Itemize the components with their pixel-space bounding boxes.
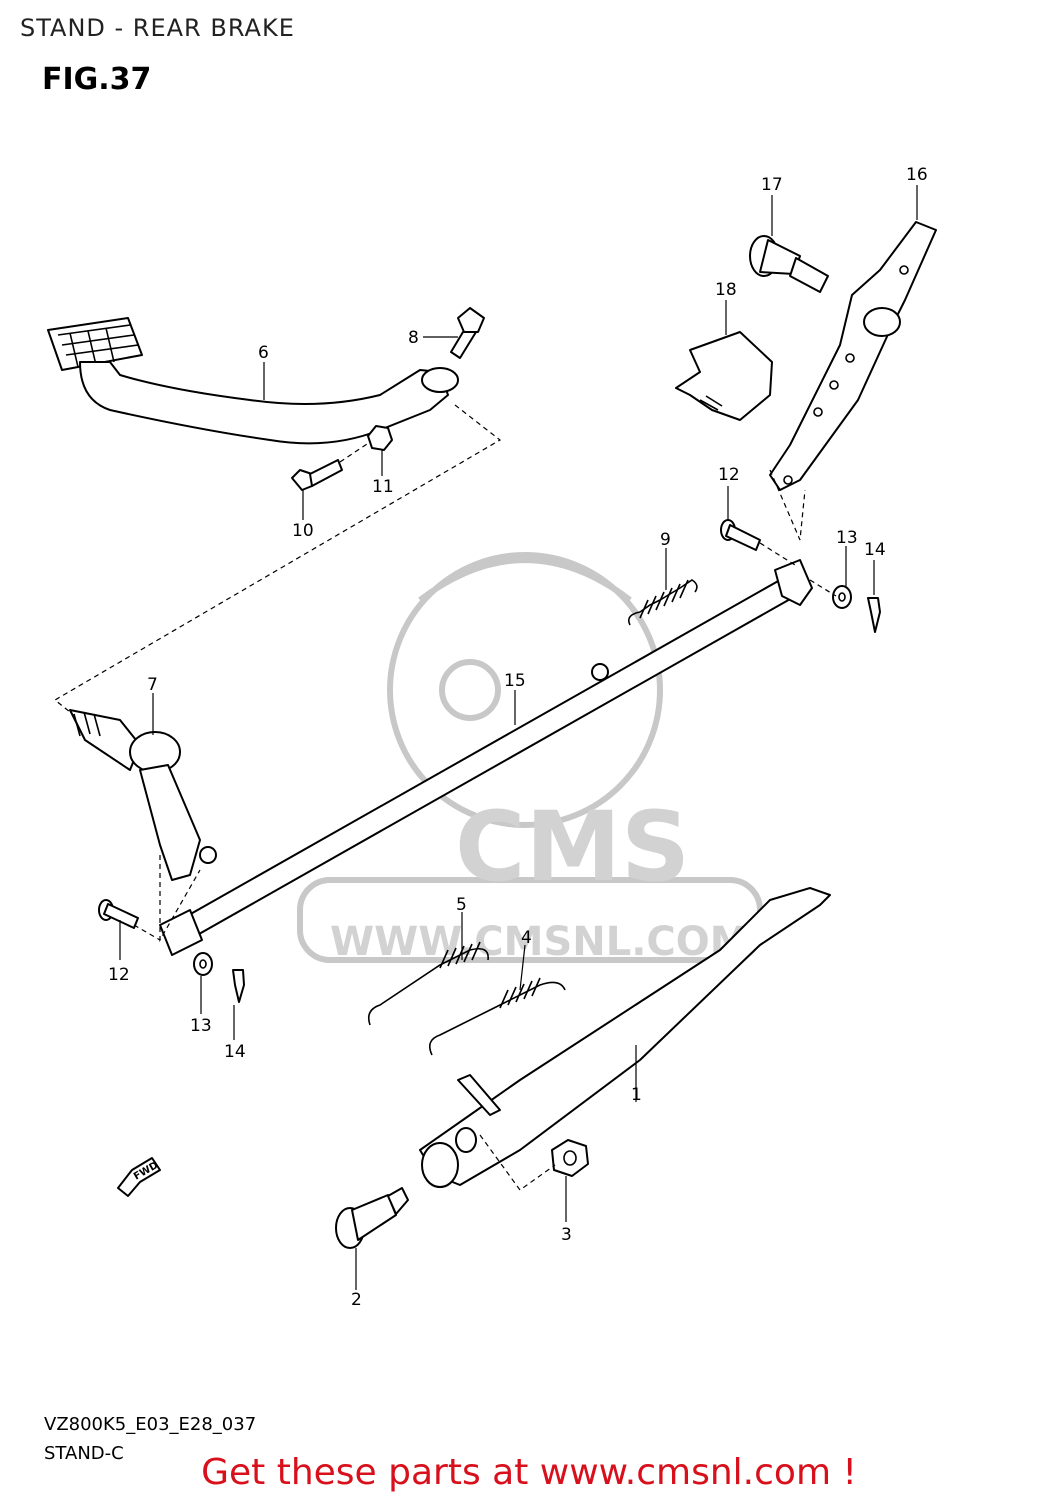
part-12-pin-right [720,519,761,551]
part-13-washer-left [193,952,213,976]
callout-9: 9 [660,530,671,550]
callout-10: 10 [292,521,314,541]
part-11-nut [367,425,393,451]
callout-leaders [119,185,918,1290]
callout-5: 5 [456,895,467,915]
cms-watermark: CMS WWW.CMSNL.COM [297,552,763,965]
part-2-bolt [335,1187,409,1249]
figure-number: FIG.37 [42,62,152,97]
callout-14-right: 14 [864,540,886,560]
section-code: STAND-C [44,1443,124,1464]
part-4-spring [429,977,566,1056]
callout-2: 2 [351,1290,362,1310]
callout-11: 11 [372,477,394,497]
page-header: STAND - REAR BRAKE [20,14,295,42]
callout-12-left: 12 [108,965,130,985]
part-13-washer-right [832,585,852,609]
callout-6: 6 [258,343,269,363]
callouts: 1 2 3 4 5 6 7 8 9 10 11 12 12 13 13 14 1… [108,165,928,1310]
part-5-spring [367,941,489,1026]
assembly-lines [53,404,837,1191]
callout-15: 15 [504,671,526,691]
part-15-rod [159,559,813,956]
diagram-code: VZ800K5_E03_E28_037 [44,1414,257,1435]
part-3-nut [551,1139,589,1177]
callout-13-left: 13 [190,1016,212,1036]
callout-14-left: 14 [224,1042,246,1062]
callout-8: 8 [408,328,419,348]
part-17-bolt [749,235,829,293]
part-1-side-stand [419,887,831,1188]
part-14-cotter-right [867,597,881,633]
fwd-arrow-icon: FWD [117,1157,161,1197]
callout-3: 3 [561,1225,572,1245]
part-6-brake-pedal [47,317,459,445]
callout-16: 16 [906,165,928,185]
part-18-cover [675,331,773,421]
part-16-arm [769,221,937,491]
part-14-cotter-left [232,969,245,1003]
callout-1: 1 [631,1085,642,1105]
part-12-pin-left [98,899,139,929]
callout-12-right: 12 [718,465,740,485]
watermark-url: WWW.CMSNL.COM [330,919,750,965]
callout-4: 4 [521,928,532,948]
part-8-bolt [450,307,485,359]
callout-17: 17 [761,175,783,195]
callout-7: 7 [147,675,158,695]
part-9-spring [627,579,698,626]
watermark-brand: CMS [455,791,690,903]
part-7-lever [69,709,217,881]
callout-13-right: 13 [836,528,858,548]
promo-link[interactable]: Get these parts at www.cmsnl.com ! [201,1452,857,1493]
part-10-bolt [291,459,343,491]
callout-18: 18 [715,280,737,300]
